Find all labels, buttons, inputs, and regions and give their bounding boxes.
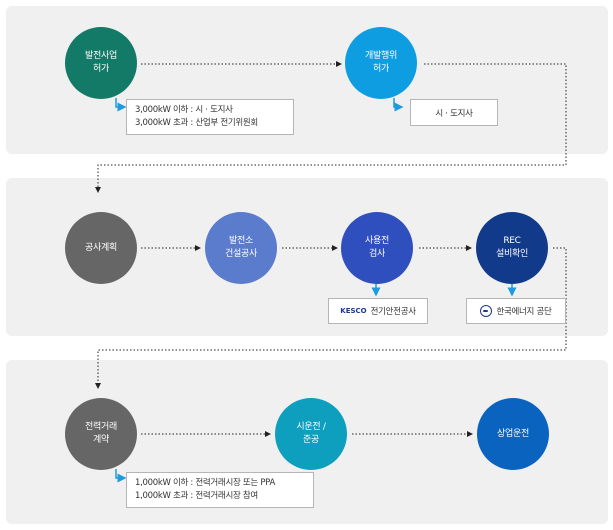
stage-label: 발전사업 허가 [85,51,117,74]
agency-energy-agency: 한국에너지 공단 [466,298,566,324]
flow-arrow-row1-to-row2 [95,63,567,193]
stage-plant-construction: 발전소 건설공사 [205,212,277,284]
note-line: 시 · 도지사 [435,108,473,119]
stage-label: 전력거래 계약 [85,422,117,445]
flow-arrow-row2-to-row3 [95,247,567,389]
agency-name: 전기안전공사 [370,307,416,317]
stage-test-operation: 시운전 / 준공 [275,398,347,470]
note-permit-rules: 3,000kW 이하 : 시 · 도지사 3,000kW 초과 : 산업부 전기… [126,99,294,135]
energy-agency-logo-icon [480,305,493,317]
stage-usage-inspection: 사용전 검사 [341,212,413,284]
stage-power-generation-permit: 발전사업 허가 [65,27,137,99]
stage-label: 개발행위 허가 [365,51,397,74]
stage-label: 발전소 건설공사 [225,236,257,259]
kesco-logo-icon: KESCO [340,307,367,315]
stage-label: 사용전 검사 [365,236,389,259]
note-line: 1,000kW 초과 : 전력거래시장 참여 [135,491,258,501]
note-development-authority: 시 · 도지사 [410,99,498,126]
stage-commercial-operation: 상업운전 [477,398,549,470]
stage-rec-facility-confirmation: REC 설비확인 [476,212,548,284]
stage-label: 공사계획 [85,242,117,253]
note-arrow-trade-rules [115,469,127,483]
note-line: 3,000kW 초과 : 산업부 전기위원회 [135,118,258,128]
note-trade-rules: 1,000kW 이하 : 전력거래시장 또는 PPA 1,000kW 초과 : … [126,472,314,508]
stage-label: 시운전 / 준공 [296,422,326,445]
note-arrow-permit-rules [115,98,127,112]
note-arrow-development-authority [393,98,404,112]
stage-label: 상업운전 [497,428,529,439]
stage-power-trade-contract: 전력거래 계약 [65,398,137,470]
note-line: 1,000kW 이하 : 전력거래시장 또는 PPA [135,478,275,488]
stage-label: REC 설비확인 [496,236,528,259]
agency-kesco: KESCO 전기안전공사 [328,298,428,324]
stage-development-permit: 개발행위 허가 [345,27,417,99]
note-line: 3,000kW 이하 : 시 · 도지사 [135,105,233,115]
stage-construction-plan: 공사계획 [65,212,137,284]
agency-name: 한국에너지 공단 [496,307,552,317]
